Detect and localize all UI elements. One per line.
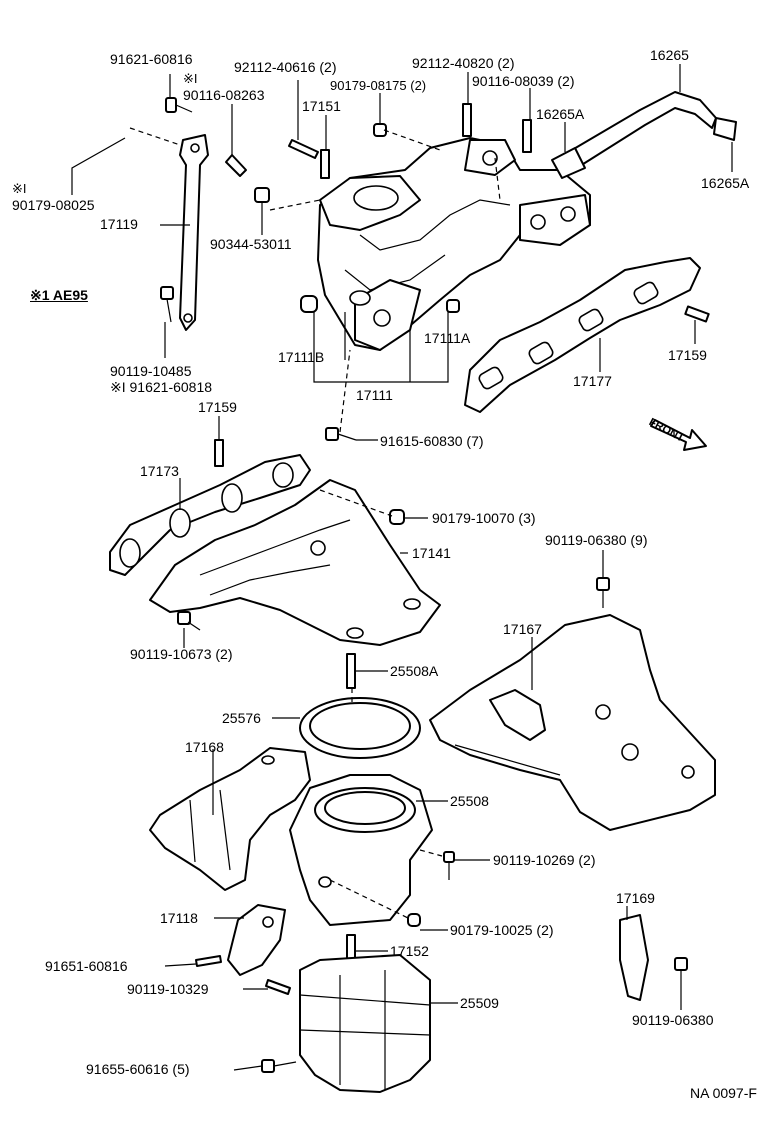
label-17151: 17151 bbox=[302, 98, 341, 114]
label-25508A: 25508A bbox=[390, 663, 439, 679]
gasket-17177 bbox=[464, 257, 701, 413]
label-25576: 25576 bbox=[222, 710, 261, 726]
label-91651-60816: 91651-60816 bbox=[45, 958, 128, 974]
label-25508: 25508 bbox=[450, 793, 489, 809]
label-92112-40820: 92112-40820 (2) bbox=[412, 55, 515, 71]
label-17118: 17118 bbox=[160, 910, 198, 926]
label-17152: 17152 bbox=[390, 943, 429, 959]
label-91621-60818: ※I 91621-60818 bbox=[110, 379, 213, 395]
label-90116-08263: 90116-08263 bbox=[183, 87, 265, 103]
heat-insulator-17167 bbox=[429, 614, 716, 831]
label-17167: 17167 bbox=[503, 621, 542, 637]
exhaust-manifold-17141 bbox=[149, 479, 441, 646]
label-90116-08039: 90116-08039 (2) bbox=[472, 73, 575, 89]
label-90119-10269: 90119-10269 (2) bbox=[493, 852, 596, 868]
label-17173: 17173 bbox=[140, 463, 179, 479]
bracket-17169 bbox=[619, 914, 649, 1001]
diagram-reference: NA 0097-F bbox=[690, 1085, 757, 1101]
label-90119-06380-9: 90119-06380 (9) bbox=[545, 532, 648, 548]
insulator-25509 bbox=[299, 954, 431, 1093]
label-mark1-a: ※I bbox=[183, 71, 198, 86]
stay-17119 bbox=[179, 134, 209, 331]
hose-16265 bbox=[551, 91, 737, 179]
label-92112-40616: 92112-40616 (2) bbox=[234, 59, 337, 75]
label-17119: 17119 bbox=[100, 216, 138, 232]
bracket-17168 bbox=[149, 747, 311, 891]
label-91655-60616: 91655-60616 (5) bbox=[86, 1061, 190, 1077]
label-17111: 17111 bbox=[356, 387, 393, 403]
label-17111A: 17111A bbox=[424, 330, 471, 346]
note-ae95: ※1 AE95 bbox=[30, 287, 88, 303]
label-90179-10070: 90179-10070 (3) bbox=[432, 510, 536, 526]
label-17168: 17168 bbox=[185, 739, 224, 755]
label-90119-10673: 90119-10673 (2) bbox=[130, 646, 233, 662]
fasteners bbox=[160, 97, 710, 1073]
label-16265: 16265 bbox=[650, 47, 689, 63]
label-90119-10485: 90119-10485 bbox=[110, 363, 192, 379]
label-17111B: 17111B bbox=[278, 349, 325, 365]
label-90179-08025: 90179-08025 bbox=[12, 197, 95, 213]
label-90119-10329: 90119-10329 bbox=[127, 981, 209, 997]
gasket-25576 bbox=[299, 697, 421, 759]
label-17159-right: 17159 bbox=[668, 347, 707, 363]
label-17177: 17177 bbox=[573, 373, 612, 389]
bracket-17118 bbox=[227, 904, 286, 976]
label-90179-10025: 90179-10025 (2) bbox=[450, 922, 554, 938]
label-91615-60830: 91615-60830 (7) bbox=[380, 433, 484, 449]
label-17141: 17141 bbox=[412, 545, 451, 561]
label-91621-60816: 91621-60816 bbox=[110, 51, 193, 67]
label-16265A-top: 16265A bbox=[536, 106, 585, 122]
label-16265A-right: 16265A bbox=[701, 175, 750, 191]
label-17169: 17169 bbox=[616, 890, 655, 906]
intake-manifold bbox=[317, 137, 591, 351]
converter-25508 bbox=[289, 774, 433, 926]
label-17159-left: 17159 bbox=[198, 399, 237, 415]
label-90179-08175: 90179-08175 (2) bbox=[330, 78, 427, 93]
label-90119-06380: 90119-06380 bbox=[632, 1012, 714, 1028]
label-mark1-b: ※I bbox=[12, 181, 27, 196]
alignment-lines bbox=[129, 127, 501, 919]
front-arrow bbox=[650, 419, 707, 451]
label-25509: 25509 bbox=[460, 995, 499, 1011]
leader-lines bbox=[71, 64, 733, 1071]
label-90344-53011: 90344-53011 bbox=[210, 236, 292, 252]
